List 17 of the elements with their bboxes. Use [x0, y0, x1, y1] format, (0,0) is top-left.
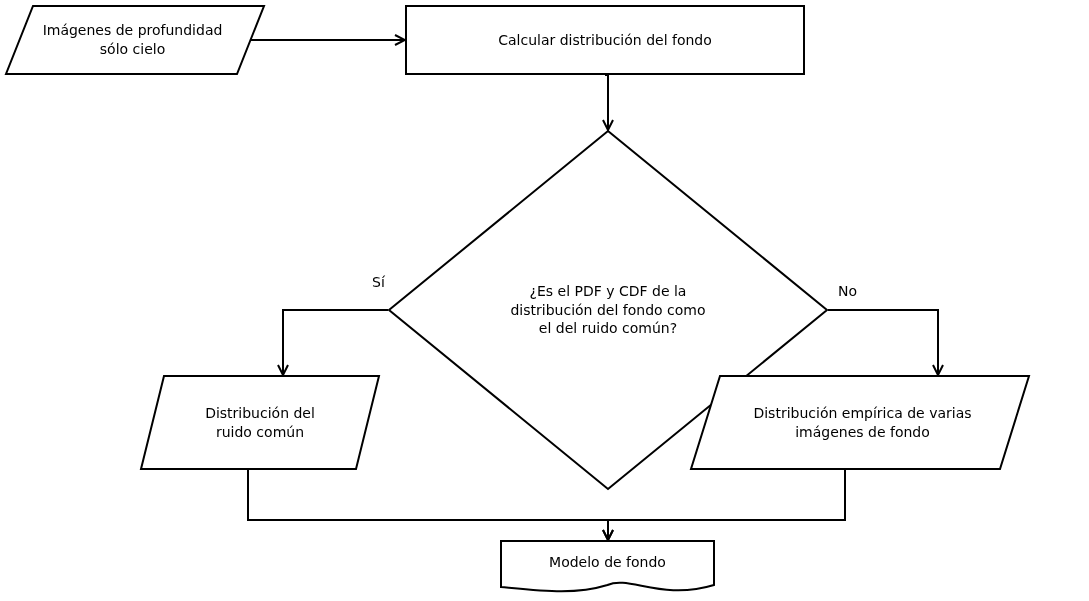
node-label: Calcular distribución del fondo: [497, 30, 713, 50]
arrow: [277, 309, 389, 376]
input-parallelogram: [5, 5, 265, 75]
edge-label: Sí: [370, 274, 387, 290]
input-parallelogram: [140, 375, 380, 470]
node-label: Modelo de fondo: [548, 553, 667, 573]
node-label: Distribución empírica de varias imágenes de fondo: [752, 403, 973, 442]
edge-label: No: [836, 283, 860, 299]
node-label: Distribución del ruido común: [204, 403, 316, 442]
arrow: [602, 74, 614, 131]
input-parallelogram: [690, 375, 1030, 470]
node-label: Imágenes de profundidad sólo cielo: [41, 21, 224, 59]
arrow: [827, 309, 944, 376]
node-label: ¿Es el PDF y CDF de la distribución del fondo como el del ruido común?: [509, 281, 707, 339]
process-box: [405, 5, 805, 75]
arrow: [602, 469, 846, 541]
arrow: [250, 34, 406, 46]
